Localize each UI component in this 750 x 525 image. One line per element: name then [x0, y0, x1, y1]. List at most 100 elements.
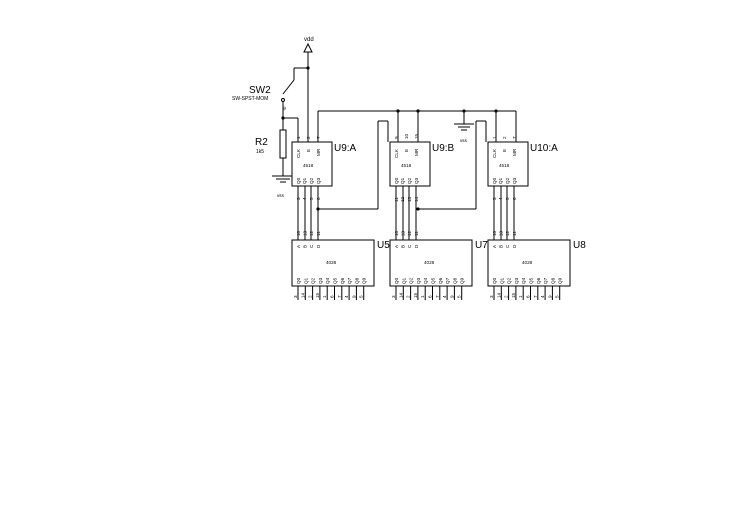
pin-label: Q4	[325, 277, 330, 284]
decoder-ref: U7	[475, 240, 488, 251]
counter-ref: U10:A	[530, 143, 558, 154]
decoder-ref: U5	[377, 240, 390, 251]
pin-label: C	[407, 244, 412, 248]
pin-number: 10	[404, 133, 409, 139]
pin-label: Q1	[499, 277, 504, 284]
pin-label: A	[492, 244, 497, 248]
pin-number: 1	[492, 136, 497, 139]
pin-number: 14	[300, 292, 305, 298]
pin-label: Q2	[311, 277, 316, 284]
switch-ref: SW2	[249, 85, 271, 96]
pin-number: 7	[512, 136, 517, 139]
pin-number: 4	[442, 295, 447, 298]
pin-label: Q9	[362, 277, 367, 284]
counter-part: 4518	[499, 163, 510, 168]
pin-number: 11	[414, 231, 419, 236]
ground-label-left: vss	[277, 193, 285, 198]
pin-label: A	[394, 244, 399, 248]
pin-label: Q8	[550, 277, 555, 284]
pin-number: 1	[420, 295, 425, 298]
pin-label: Q3	[318, 277, 323, 284]
pin-number: 7	[435, 295, 440, 298]
pin-number: 11	[512, 231, 517, 236]
pin-label: Q2	[409, 277, 414, 284]
pin-label: Q0	[394, 277, 399, 284]
pin-label: Q8	[452, 277, 457, 284]
pin-number: 15	[414, 133, 419, 139]
pin-label: Q1	[498, 177, 503, 184]
ground-symbol-vss: vss	[454, 111, 474, 143]
pin-number: 13	[303, 230, 308, 236]
pin-label: Q2	[507, 277, 512, 284]
pin-number: 9	[351, 295, 356, 298]
pin-number: 6	[330, 295, 335, 298]
pin-label: Q6	[438, 277, 443, 284]
pin-number: 2	[502, 136, 507, 139]
pin-number: 5	[457, 295, 462, 298]
pin-label: D	[512, 244, 517, 248]
pin-number: 7	[337, 295, 342, 298]
counter-part: 4518	[303, 163, 314, 168]
pin-number: 13	[401, 230, 406, 236]
pin-number: 7	[316, 136, 321, 139]
counter-decoder-buses	[297, 186, 515, 240]
pin-label: D	[316, 244, 321, 248]
pin-label: Q5	[431, 277, 436, 284]
pin-label: C	[309, 244, 314, 248]
pin-number: 6	[428, 295, 433, 298]
pin-number: 10	[296, 230, 301, 236]
pin-number: 5	[359, 295, 364, 298]
pin-number: 12	[407, 230, 412, 236]
pin-label: Q0	[492, 277, 497, 284]
pin-label: Q4	[521, 277, 526, 284]
pin-label: B	[401, 245, 406, 248]
pin-label: MR	[512, 148, 517, 156]
pin-number: 3	[391, 295, 396, 298]
pin-label: CLK	[296, 148, 301, 158]
pin-label: Q9	[558, 277, 563, 284]
pin-number: 13	[499, 230, 504, 236]
decoder-part: 4028	[326, 260, 337, 265]
pin-number: 3	[489, 295, 494, 298]
counter-ref: U9:A	[334, 143, 357, 154]
pin-label: Q0	[394, 177, 399, 184]
pin-label: Q7	[445, 277, 450, 284]
pin-number: 6	[316, 197, 321, 200]
pin-label: Q6	[340, 277, 345, 284]
pin-label: CLK	[394, 148, 399, 158]
pin-number: 4	[344, 295, 349, 298]
pin-number: 2	[504, 295, 509, 298]
pin-number: 1	[296, 136, 301, 139]
pin-label: Q5	[529, 277, 534, 284]
vss-label: vss	[460, 138, 468, 143]
decoder-part: 4028	[522, 260, 533, 265]
counter-ref: U9:B	[432, 143, 455, 154]
pin-label: Q6	[536, 277, 541, 284]
decoder-u5: U54028A10B13C12D11Q03Q114Q22Q315Q41Q56Q6…	[291, 230, 390, 300]
svg-text:⊖: ⊖	[282, 106, 286, 112]
pin-label: Q2	[309, 177, 314, 184]
pin-number: 14	[496, 292, 501, 298]
pin-label: Q4	[423, 277, 428, 284]
ground-symbol-left: vss	[272, 175, 294, 198]
pin-number: 11	[316, 231, 321, 236]
pin-number: 1	[518, 295, 523, 298]
pin-label: Q3	[514, 277, 519, 284]
resistor-r2: R2 1k5	[255, 118, 287, 176]
pin-label: Q1	[400, 177, 405, 184]
pin-label: Q0	[296, 177, 301, 184]
pin-label: B	[303, 245, 308, 248]
decoder-ref: U8	[573, 240, 586, 251]
pin-number: 2	[306, 136, 311, 139]
pin-number: 10	[492, 230, 497, 236]
pin-label: B	[499, 245, 504, 248]
switch-value: SW-SPST-MOM	[232, 96, 268, 102]
pin-number: 12	[309, 230, 314, 236]
switch-sw2: SW2 SW-SPST-MOM ⊖	[232, 67, 308, 118]
pin-label: E	[404, 149, 409, 152]
pin-label: Q9	[460, 277, 465, 284]
pin-number: 5	[555, 295, 560, 298]
pin-label: E	[306, 149, 311, 152]
